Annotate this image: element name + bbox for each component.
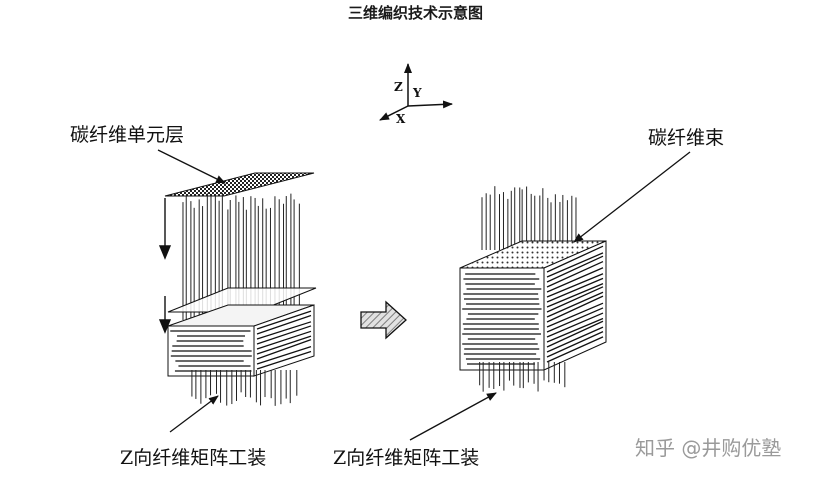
laminate-line	[546, 261, 604, 288]
unit-layer-sheet	[164, 172, 315, 197]
axis-y-label: Y	[413, 86, 422, 100]
laminate-line	[546, 336, 604, 363]
watermark: 知乎 @井购优塾	[635, 436, 782, 460]
laminate-line	[546, 291, 604, 318]
label-z-fixture-left: Z向纤维矩阵工装	[120, 447, 267, 469]
label-z-fixture-right: Z向纤维矩阵工装	[333, 447, 480, 469]
laminate-line	[546, 317, 604, 343]
laminate-line	[546, 286, 604, 313]
laminate-line	[546, 252, 604, 278]
leader-lines	[157, 149, 691, 441]
label-fiber-bundle: 碳纤维束	[648, 127, 725, 149]
axis-z-label: Z	[394, 80, 403, 94]
transition-arrow-icon	[360, 300, 407, 340]
laminate-line	[256, 345, 312, 365]
laminate-line	[256, 321, 312, 340]
axis-x-label: X	[396, 112, 406, 126]
laminate-line	[546, 331, 604, 358]
z-fibers-right	[481, 186, 577, 250]
axes-icon	[379, 63, 453, 121]
laminate-line	[546, 307, 604, 333]
laminate-line	[256, 350, 312, 370]
right-composite-block	[459, 240, 607, 371]
laminate-line	[546, 245, 604, 273]
laminate-line	[546, 295, 604, 323]
laminate-line	[256, 335, 312, 355]
laminate-line	[546, 320, 604, 348]
laminate-line	[546, 302, 604, 328]
laminate-line	[256, 310, 312, 330]
laminate-line	[546, 312, 604, 338]
left-laminate-block	[167, 304, 315, 377]
label-unit-layer: 碳纤维单元层	[70, 124, 185, 146]
laminate-line	[256, 325, 312, 345]
diagram-title: 三维编织技术示意图	[347, 4, 483, 22]
laminate-line	[256, 330, 312, 350]
laminate-line	[546, 326, 604, 353]
laminate-line	[546, 267, 604, 293]
laminate-line	[546, 282, 604, 308]
laminate-line	[546, 255, 604, 283]
laminate-line	[256, 314, 312, 335]
laminate-line	[546, 273, 604, 298]
laminate-line	[546, 277, 604, 303]
laminate-line	[256, 339, 312, 360]
